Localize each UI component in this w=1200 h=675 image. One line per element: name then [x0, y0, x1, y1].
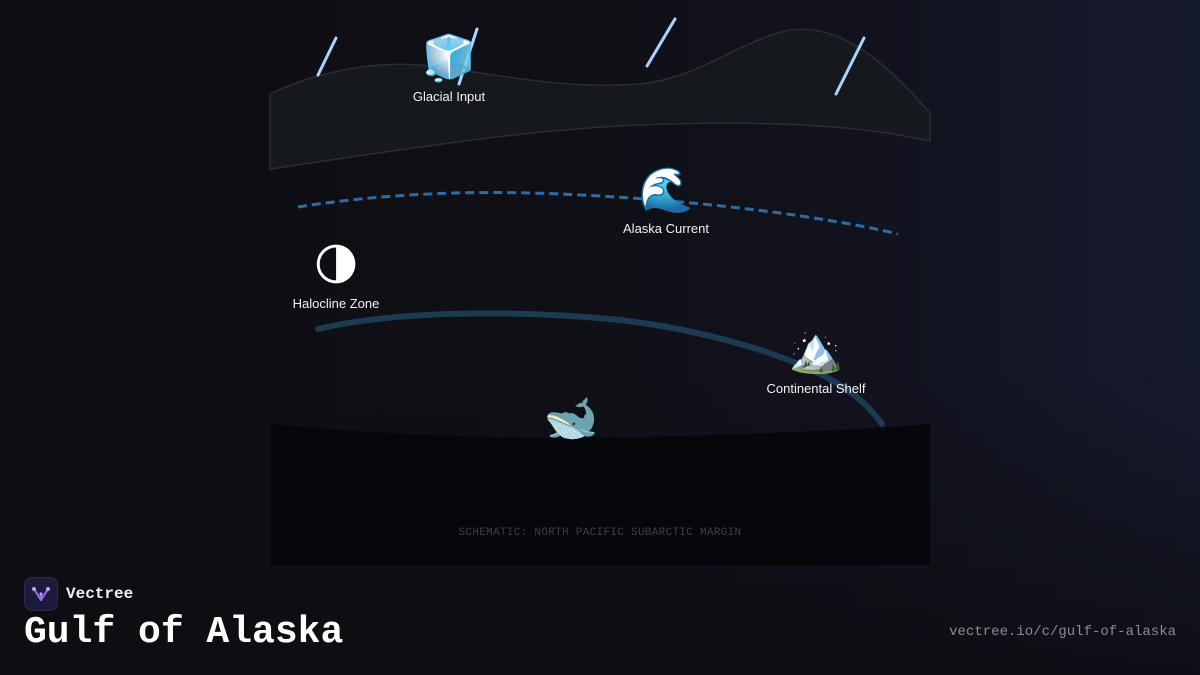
meltwater-streaks — [316, 17, 866, 96]
wave-icon: 🌊 — [638, 165, 694, 216]
node-label: Glacial Input — [412, 89, 486, 104]
meltwater-streak — [316, 36, 338, 77]
ice-cube-icon: 🧊 — [421, 33, 477, 84]
surface-layer — [269, 28, 931, 170]
meltwater-streak — [645, 17, 677, 68]
meltwater-streak — [457, 27, 479, 86]
page-url-link[interactable]: vectree.io/c/gulf-of-alaska — [949, 624, 1176, 640]
vectree-logo-mark — [32, 587, 50, 601]
snow-mountain-icon: 🏔️ — [788, 325, 844, 376]
half-moon-icon: 🌗 — [313, 240, 359, 291]
diagram-caption: SCHEMATIC: NORTH PACIFIC SUBARCTIC MARGI… — [458, 527, 742, 539]
node-label: Halocline Zone — [292, 296, 380, 311]
vectree-logo-icon — [24, 577, 58, 611]
node-label: Continental Shelf — [766, 381, 866, 396]
seabed-layer — [270, 424, 930, 565]
meltwater-streak — [834, 36, 866, 96]
node-whale: 🐋 — [544, 393, 599, 445]
brand[interactable]: Vectree — [24, 577, 133, 611]
node-halocline-zone: 🌗 Halocline Zone — [293, 240, 380, 312]
node-alaska-current: 🌊 Alaska Current — [623, 165, 709, 237]
node-glacial-input: 🧊 Glacial Input — [413, 33, 485, 105]
page-title: Gulf of Alaska — [24, 611, 344, 654]
halocline-curve — [315, 310, 885, 427]
brand-name: Vectree — [66, 585, 134, 603]
node-continental-shelf: 🏔️ Continental Shelf — [766, 325, 865, 397]
whale-icon: 🐋 — [543, 393, 599, 444]
alaska-current-path — [297, 191, 899, 236]
node-label: Alaska Current — [623, 221, 709, 236]
